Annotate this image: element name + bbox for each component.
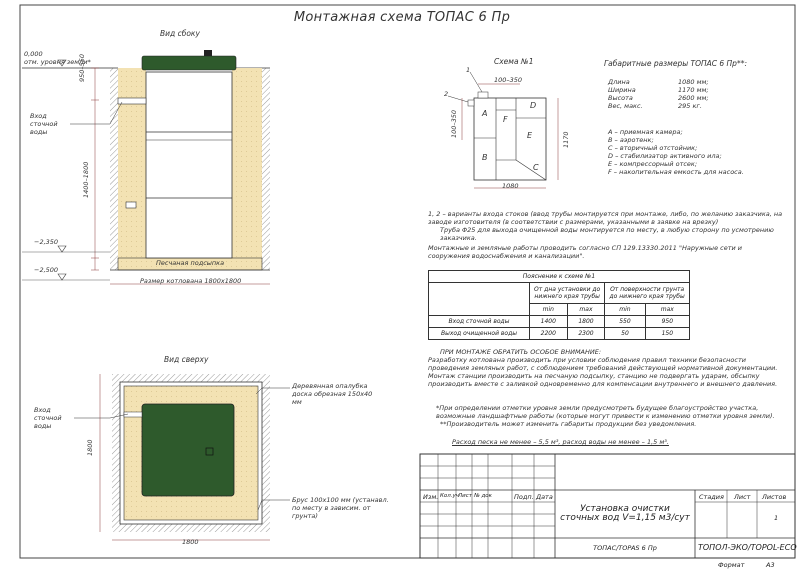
dim-horizontal-top: 1800 xyxy=(182,538,199,546)
format-label: Формат xyxy=(718,561,745,569)
inlet-pipe-top xyxy=(123,411,143,418)
formwork-label: Деревянная опалубка доска обрезная 150х4… xyxy=(292,382,373,406)
consumption-note: Расход песка не менее – 5,5 м³, расход в… xyxy=(452,438,669,446)
inlet-label-top: Вход сточной воды xyxy=(34,406,62,430)
explanation-table: Пояснение к схеме №1 От дна установки до… xyxy=(428,270,691,340)
stamp-col-list: Лист xyxy=(458,493,472,499)
format-value: А3 xyxy=(766,561,775,569)
inlet-pipe-side xyxy=(117,97,147,105)
scheme-dim-top: 100–350 xyxy=(494,76,523,84)
legend-item: A – приемная камера; xyxy=(608,128,683,136)
footnote-manufacturer: **Производитель может изменить габариты … xyxy=(440,420,697,428)
legend-item: C – вторичный отстойник; xyxy=(608,144,698,152)
section-f: F xyxy=(503,115,508,124)
stamp-col-sign: Подп. xyxy=(514,493,534,501)
pit-left-wall xyxy=(110,68,118,270)
table-group-1: От дна установки до нижнего края трубы xyxy=(528,282,606,304)
footnote-ground-level: *При определении отметки уровня земли пр… xyxy=(436,404,775,420)
scheme-label: Схема №1 xyxy=(494,57,534,66)
attention-heading: ПРИ МОНТАЖЕ ОБРАТИТЬ ОСОБОЕ ВНИМАНИЕ: xyxy=(440,348,602,356)
level-bottom: −2,500 xyxy=(34,266,59,274)
table-row: Выход очищенной воды 2200 2300 50 150 xyxy=(428,327,691,340)
sand-backfill-right xyxy=(232,68,262,258)
note-entry-variants: 1, 2 – варианты входа стоков (ввод трубы… xyxy=(428,210,783,226)
stamp-col-kol: Кол.уч xyxy=(440,493,460,499)
section-b: B xyxy=(482,153,488,162)
legend-item: D – стабилизатор активного ила; xyxy=(608,152,722,160)
legend-item: E – компрессорный отсек; xyxy=(608,160,698,168)
level-mid: −2,350 xyxy=(34,238,59,246)
top-view-label: Вид сверху xyxy=(164,355,209,364)
stamp-sheets: Листов xyxy=(762,493,787,501)
tank-lid-side xyxy=(141,55,237,71)
sand-bed-label: Песчаная подсыпка xyxy=(156,259,225,267)
stamp-sheets-value: 1 xyxy=(774,514,779,522)
pit-size-label: Размер котлована 1800х1800 xyxy=(140,277,242,285)
stamp-company: ТОПОЛ-ЭКО/TOPOL-ECO xyxy=(698,543,797,552)
dimensions-heading: Габаритные размеры ТОПАС 6 Пр**: xyxy=(604,59,747,68)
legend: A – приемная камера; B – аэротенк; C – в… xyxy=(608,128,744,176)
inlet-label-side: Вход сточной воды xyxy=(30,112,58,136)
stamp-col-date: Дата xyxy=(536,493,553,501)
note-outlet-pipe: Труба Φ25 для выхода очищенной воды монт… xyxy=(440,226,774,242)
stamp-col-doc: № док xyxy=(474,493,492,499)
scheme-marker-1: 1 xyxy=(466,66,471,74)
stamp-product: Установка очистки сточных вод V=1,15 м3/… xyxy=(560,504,690,523)
dimension-row: Вес, макс.295 кг. xyxy=(608,102,702,110)
legend-item: F – накопительная емкость для насоса. xyxy=(608,168,744,176)
tank-body-side xyxy=(145,71,233,259)
section-d: D xyxy=(530,101,537,110)
page-title: Монтажная схема ТОПАС 6 Пр xyxy=(293,10,511,25)
section-e: E xyxy=(527,131,533,140)
side-view-label: Вид сбоку xyxy=(160,29,200,38)
scheme-dim-width: 1080 xyxy=(502,182,519,190)
scheme-outline xyxy=(473,97,547,181)
level-top: 0,000 xyxy=(24,50,43,58)
attention-text: Разработку котлована производить при усл… xyxy=(428,356,778,388)
tank-top xyxy=(141,403,235,497)
section-a: A xyxy=(482,109,488,118)
legend-item: B – аэротенк; xyxy=(608,136,654,144)
section-c: C xyxy=(533,163,539,172)
stamp-model: ТОПАС/TOPAS 6 Пр xyxy=(593,544,657,552)
level-top-note: отм. уровня земли* xyxy=(24,58,91,66)
beam-label: Брус 100х100 мм (устанавл. по месту в за… xyxy=(292,496,389,520)
stamp-sheet: Лист xyxy=(734,493,751,501)
stamp-stage: Стадия xyxy=(699,493,724,501)
pit-right-wall xyxy=(262,68,270,270)
scheme-marker-2: 2 xyxy=(444,90,449,98)
stamp-col-izm: Изм. xyxy=(423,493,439,501)
note-standards: Монтажные и земляные работы проводить со… xyxy=(428,244,743,260)
